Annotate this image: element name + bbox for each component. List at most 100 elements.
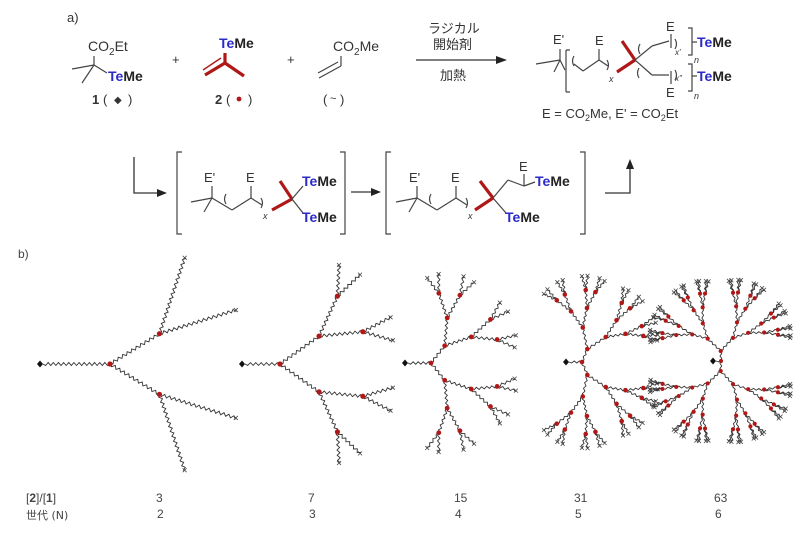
chain-end-x-icon [620, 286, 626, 291]
polymer-chain [660, 306, 669, 317]
branch-point-dot-icon [748, 424, 753, 429]
svg-text:x: x [262, 211, 268, 221]
chain-end-x-icon [182, 467, 187, 473]
chain-end-x-icon [726, 438, 732, 444]
branch-point-dot-icon [436, 430, 442, 436]
polymer-chain [625, 332, 644, 338]
chain-end-x-icon [782, 408, 787, 414]
polymer-chain [650, 328, 663, 334]
polymer-chain [683, 285, 689, 298]
branch-point-dot-icon [580, 325, 586, 330]
branch-point-dot-icon [660, 330, 665, 336]
plus-sign-1: + [172, 52, 180, 67]
chain-end-x-icon [788, 326, 793, 331]
svg-text:n: n [694, 55, 699, 65]
polymer-chain [496, 385, 516, 393]
polymer-chain [777, 334, 791, 340]
branch-point-dot-icon [674, 332, 679, 338]
polymer-chain [764, 328, 779, 334]
polymer-chain [158, 394, 186, 471]
chain-end-x-icon [513, 388, 519, 393]
reactant-1-number: 1 [92, 92, 99, 107]
polymer-chain [595, 280, 605, 293]
branch-point-dot-icon [457, 428, 463, 434]
branch-point-dot-icon [666, 314, 671, 319]
polymer-chain [616, 403, 630, 417]
polymer-chain [459, 430, 474, 445]
generation-row: 世代 (N) 2 3 4 5 6 [0, 507, 800, 522]
branch-point-dot-icon [743, 306, 748, 311]
polymer-chain [777, 391, 791, 395]
chain-end-x-icon [388, 408, 393, 413]
polymer-chain [615, 403, 623, 422]
branch-point-dot-icon [488, 317, 493, 322]
polymer-chain [668, 315, 680, 327]
polymer-chain [407, 361, 432, 365]
branch-point-dot-icon [700, 321, 705, 326]
polymer-chain [42, 361, 111, 367]
polymer-chain [678, 326, 693, 335]
branch-point-dot-icon [468, 334, 474, 340]
polymer-chain [430, 344, 445, 364]
polymer-chain [571, 396, 584, 414]
branch-point-dot-icon [666, 403, 671, 408]
branch-point-dot-icon [494, 384, 500, 389]
branch-point-dot-icon [660, 386, 665, 392]
chain-end-x-icon [753, 435, 759, 440]
branch-point-dot-icon [554, 298, 560, 303]
polymer-chain [678, 387, 693, 397]
reactant-2: TeMe 2 ( ) [202, 35, 254, 107]
branch-point-dot-icon [702, 426, 708, 431]
branch-point-dot-icon [752, 296, 757, 301]
polymer-chain [675, 385, 693, 389]
polymer-chain [732, 383, 749, 390]
branch-point-dot-icon [730, 382, 736, 387]
branch-point-dot-icon [676, 393, 681, 399]
chain-end-x-icon [647, 387, 653, 392]
branch-point-dot-icon [775, 327, 780, 332]
branch-point-dot-icon [334, 293, 341, 299]
polymer-chain [586, 374, 607, 387]
polymer-chain [625, 325, 643, 335]
polymer-chain [703, 428, 708, 442]
polymer-chain [662, 382, 677, 388]
branch-point-dot-icon [768, 406, 774, 411]
branch-point-dot-icon [277, 361, 283, 367]
branch-point-dot-icon [734, 413, 739, 418]
branch-point-dot-icon [583, 287, 589, 293]
polymer-chain [649, 337, 663, 341]
branch-point-dot-icon [663, 399, 668, 404]
polymer-chain [702, 383, 709, 400]
reactant-2-number: 2 [215, 92, 222, 107]
branch-point-dot-icon [748, 293, 753, 298]
branch-point-dot-icon [444, 405, 450, 411]
polymer-chain [490, 311, 509, 320]
chain-end-x-icon [560, 441, 565, 447]
polymer-chain [605, 319, 617, 338]
polymer-chain [586, 415, 596, 433]
chain-end-x-icon [652, 404, 657, 410]
polymer-chain [720, 338, 734, 352]
svg-text:): ) [248, 92, 252, 107]
polymer-chain [605, 332, 626, 339]
branch-point-dot-icon [674, 384, 679, 390]
chain-end-x-icon [555, 279, 560, 285]
chain-end-x-icon [357, 272, 363, 277]
chain-end-x-icon [776, 416, 782, 421]
polymer-chain [556, 299, 572, 312]
chain-end-x-icon [673, 288, 678, 293]
polymer-chain [730, 279, 735, 293]
branch-point-dot-icon [690, 385, 695, 390]
chain-end-x-icon [541, 291, 547, 297]
chain-end-x-icon [585, 445, 590, 451]
branch-point-dot-icon [685, 422, 690, 427]
polymer-chain [362, 331, 394, 342]
branch-point-dot-icon [691, 409, 696, 414]
chain-end-x-icon [390, 385, 396, 390]
branch-point-dot-icon [752, 421, 757, 426]
svg-text:E': E' [553, 32, 564, 47]
chain-end-x-icon [651, 314, 656, 320]
svg-text:E: E [666, 19, 675, 34]
polymer-chain [764, 386, 779, 391]
polymer-chain [580, 433, 587, 449]
